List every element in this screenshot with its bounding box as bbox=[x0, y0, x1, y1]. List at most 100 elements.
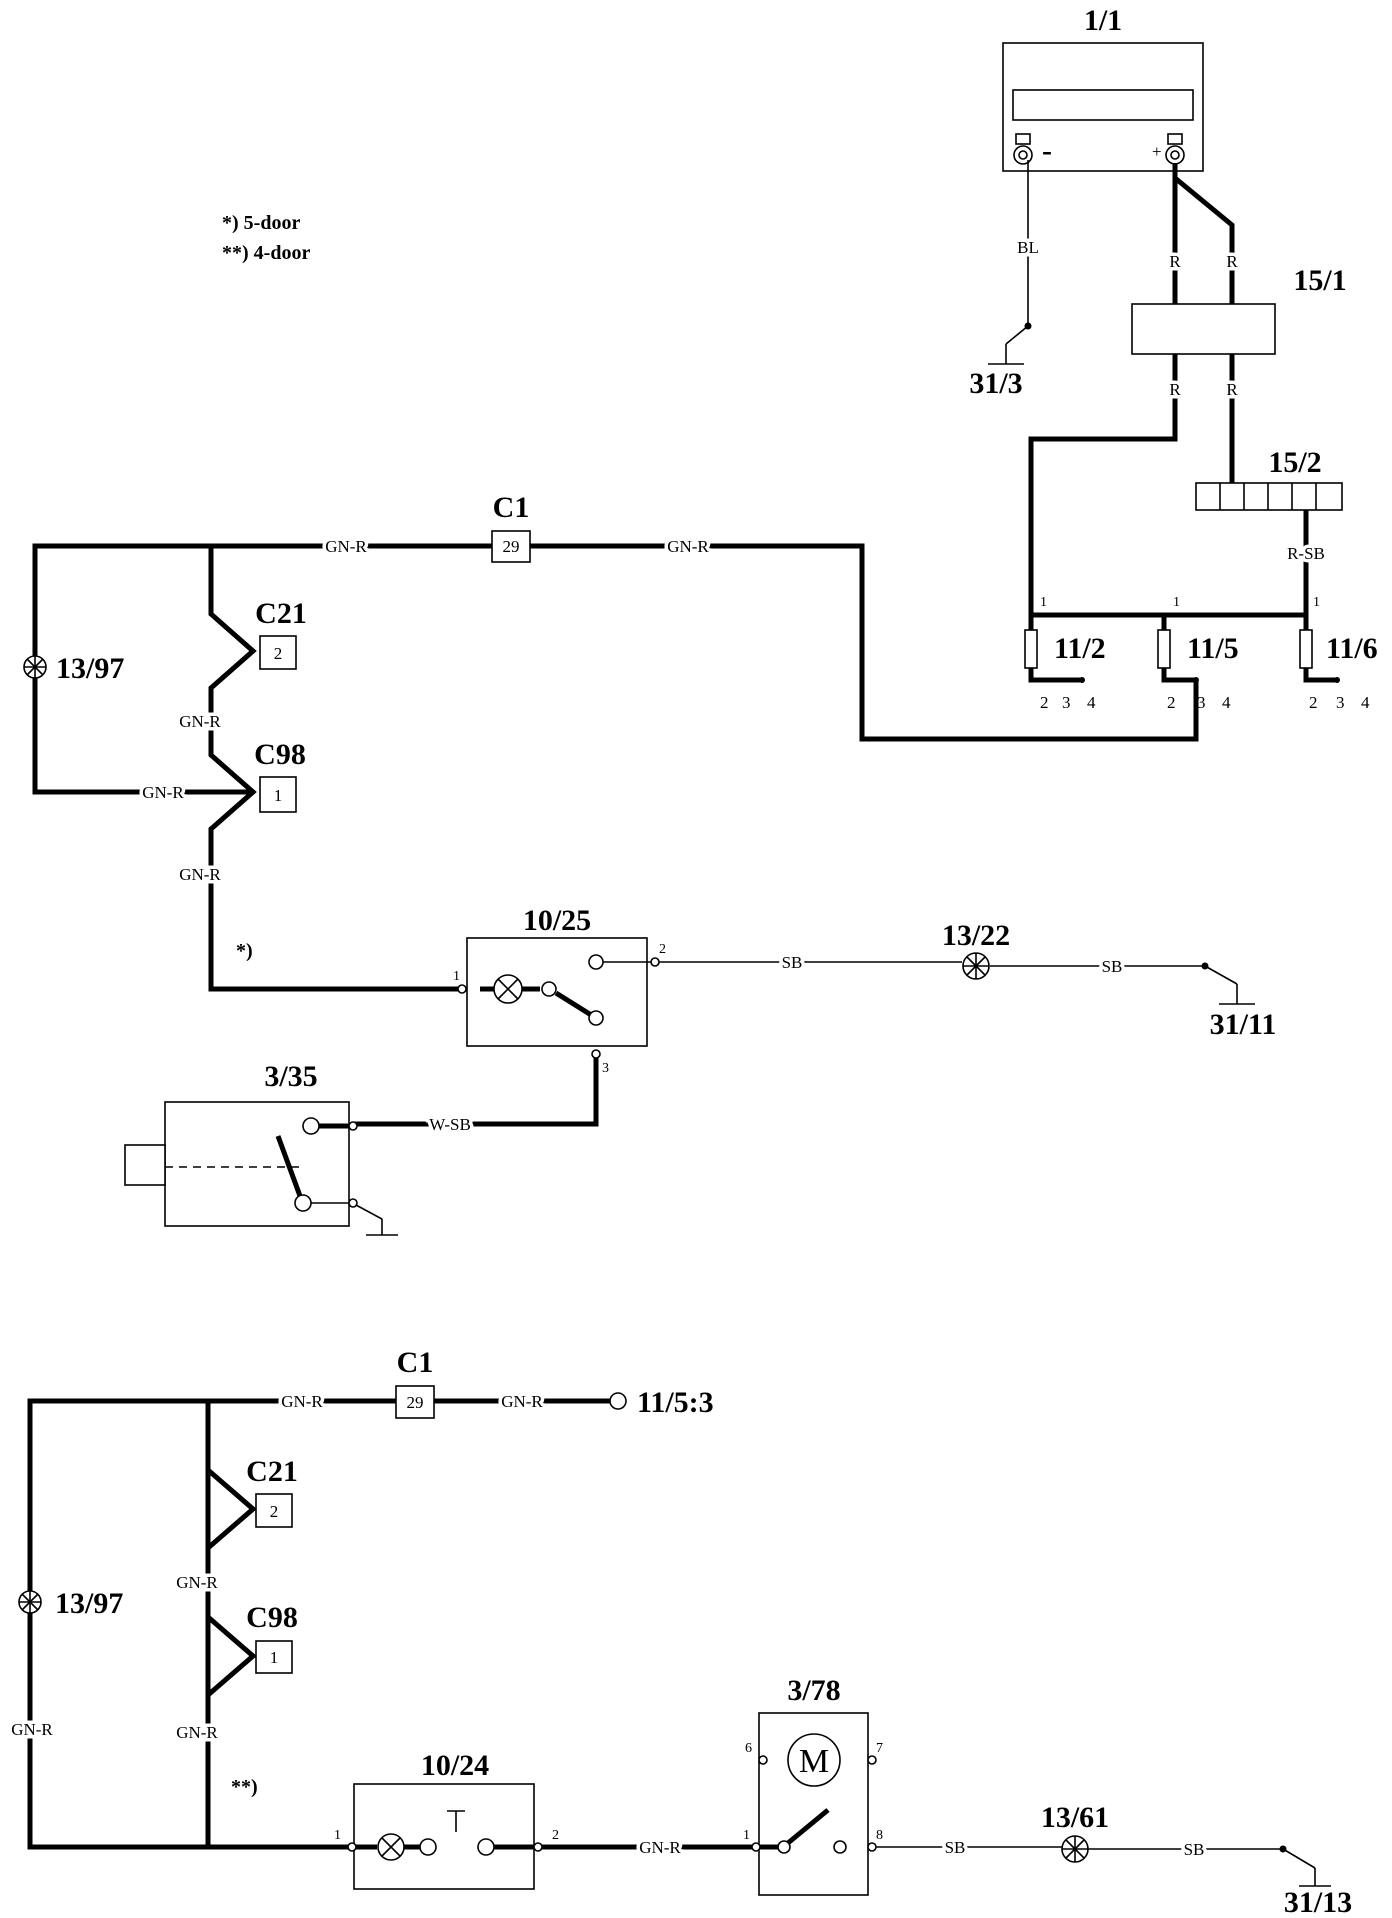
fuse-11-6 bbox=[1299, 615, 1340, 683]
connector-c21-bottom-pin: 2 bbox=[270, 1502, 279, 1521]
battery-label: 1/1 bbox=[1084, 4, 1122, 37]
fuse-11-5-pin-2: 2 bbox=[1167, 693, 1176, 712]
wire-label-r-3: R bbox=[1169, 380, 1181, 399]
lamp-13-97-top-label: 13/97 bbox=[56, 652, 124, 685]
connector-c1-bottom-pin: 29 bbox=[407, 1393, 424, 1412]
wire-label-sb-2: SB bbox=[1102, 957, 1123, 976]
wire-label-gn-r-5: GN-R bbox=[179, 865, 221, 884]
fuse-box-label: 15/2 bbox=[1268, 446, 1321, 479]
wire-label-bl: BL bbox=[1017, 238, 1039, 257]
connector-c1-top-label: C1 bbox=[493, 491, 530, 524]
battery-minus-label: - bbox=[1042, 134, 1052, 167]
fuse-11-5-pin-3: 3 bbox=[1197, 693, 1206, 712]
switch-10-24 bbox=[347, 1783, 543, 1890]
fuse-11-5 bbox=[1157, 615, 1199, 683]
fuse-11-2-pin-4: 4 bbox=[1087, 693, 1096, 712]
wire-label-gn-r-1: GN-R bbox=[325, 537, 367, 556]
ref-11-5-3-terminal bbox=[609, 1392, 627, 1410]
wire-gn-r-top-main bbox=[32, 543, 1199, 795]
lamp-13-22 bbox=[962, 952, 990, 980]
connector-c1-top-pin: 29 bbox=[503, 537, 520, 556]
fuse-11-2 bbox=[1024, 615, 1085, 683]
fuse-11-2-pin-2: 2 bbox=[1040, 693, 1049, 712]
motor-3-78-pin-1: 1 bbox=[743, 1828, 750, 1843]
wire-label-gn-r-4: GN-R bbox=[179, 712, 221, 731]
fuse-11-5-label: 11/5 bbox=[1187, 632, 1239, 665]
wire-label-gn-r-9: GN-R bbox=[176, 1723, 218, 1742]
motor-3-78 bbox=[751, 1712, 877, 1896]
connector-c21-top-label: C21 bbox=[255, 597, 307, 630]
wire-label-gn-r-3: GN-R bbox=[142, 783, 184, 802]
wire-label-gn-r-10: GN-R bbox=[11, 1720, 53, 1739]
wire-gn-r-zigzag-bottom bbox=[205, 1401, 257, 1847]
lamp-13-97-top bbox=[23, 655, 47, 679]
connector-c1-bottom bbox=[395, 1385, 435, 1419]
ground-31-13-symbol bbox=[1279, 1845, 1331, 1887]
fuse-11-6-label: 11/6 bbox=[1326, 632, 1378, 665]
lock-switch-3-35 bbox=[124, 1101, 398, 1236]
ref-11-5-3-label: 11/5:3 bbox=[637, 1386, 714, 1419]
switch-10-24-pin-2: 2 bbox=[552, 1828, 559, 1843]
connector-c21-bottom bbox=[255, 1493, 293, 1528]
lamp-13-97-bottom-label: 13/97 bbox=[55, 1587, 123, 1620]
fuse-11-2-pin-1: 1 bbox=[1040, 595, 1047, 610]
wire-gn-r-bottom-main bbox=[27, 1398, 610, 1850]
wire-label-sb-4: SB bbox=[1184, 1840, 1205, 1859]
wire-label-r-2: R bbox=[1226, 252, 1238, 271]
motor-3-78-pin-7: 7 bbox=[876, 1741, 883, 1756]
lamp-13-61 bbox=[1061, 1835, 1089, 1863]
wire-label-sb-3: SB bbox=[945, 1838, 966, 1857]
wire-label-gn-r-7: GN-R bbox=[501, 1392, 543, 1411]
connector-c98-top bbox=[259, 776, 297, 813]
fuse-11-2-label: 11/2 bbox=[1054, 632, 1106, 665]
fuse-11-2-pin-3: 3 bbox=[1062, 693, 1071, 712]
ground-31-11-label: 31/11 bbox=[1210, 1008, 1277, 1041]
switch-10-25-pin-2: 2 bbox=[659, 942, 666, 957]
battery-plus-label: + bbox=[1152, 142, 1162, 161]
wire-label-gn-r-2: GN-R bbox=[667, 537, 709, 556]
lamp-13-97-bottom bbox=[18, 1590, 42, 1614]
wire-label-r-4: R bbox=[1226, 380, 1238, 399]
motor-3-78-glyph: M bbox=[799, 1743, 829, 1780]
motor-3-78-label: 3/78 bbox=[787, 1674, 840, 1707]
wire-w-sb bbox=[354, 1058, 599, 1127]
wire-label-r-1: R bbox=[1169, 252, 1181, 271]
lamp-13-22-label: 13/22 bbox=[942, 919, 1010, 952]
wire-gn-r-zigzag-top bbox=[208, 546, 480, 992]
connector-c98-bottom-pin: 1 bbox=[270, 1648, 279, 1667]
connector-c98-bottom bbox=[255, 1640, 293, 1674]
lock-switch-3-35-label: 3/35 bbox=[264, 1060, 317, 1093]
fuse-11-6-pin-1: 1 bbox=[1313, 595, 1320, 610]
wire-label-gn-r-6: GN-R bbox=[281, 1392, 323, 1411]
connector-c21-top-pin: 2 bbox=[274, 644, 283, 663]
wire-bat-plus-b bbox=[1173, 176, 1235, 304]
wire-label-sb-1: SB bbox=[782, 953, 803, 972]
note-4-door: **) 4-door bbox=[222, 242, 310, 264]
switch-10-25 bbox=[457, 937, 660, 1059]
wire-label-gn-r-11: GN-R bbox=[639, 1838, 681, 1857]
ground-31-3-symbol bbox=[988, 344, 1024, 365]
wire-label-r-sb: R-SB bbox=[1287, 544, 1325, 563]
ground-31-11-symbol bbox=[1201, 962, 1255, 1005]
switch-10-25-label: 10/25 bbox=[523, 904, 591, 937]
motor-3-78-pin-8: 8 bbox=[876, 1828, 883, 1843]
wire-label-w-sb: W-SB bbox=[429, 1115, 471, 1134]
wire-15-1-left bbox=[1028, 354, 1178, 615]
connector-c1-top bbox=[491, 530, 531, 563]
ground-31-13-label: 31/13 bbox=[1284, 1886, 1352, 1918]
connector-c98-bottom-label: C98 bbox=[246, 1601, 298, 1634]
switch-10-24-label: 10/24 bbox=[421, 1749, 489, 1782]
connector-c1-bottom-label: C1 bbox=[397, 1346, 434, 1379]
connector-c98-top-pin: 1 bbox=[274, 786, 283, 805]
note-star-marker: *) bbox=[236, 940, 253, 962]
ground-31-3-label: 31/3 bbox=[969, 367, 1022, 400]
note-dstar-marker: **) bbox=[231, 1776, 258, 1798]
fuse-box-15-2 bbox=[1195, 482, 1343, 511]
battery-1-1 bbox=[1002, 42, 1204, 172]
switch-10-24-pin-1: 1 bbox=[334, 1828, 341, 1843]
fusible-link-label: 15/1 bbox=[1293, 264, 1346, 297]
note-5-door: *) 5-door bbox=[222, 212, 300, 234]
fuse-11-6-pin-4: 4 bbox=[1361, 693, 1370, 712]
wire-label-gn-r-8: GN-R bbox=[176, 1573, 218, 1592]
